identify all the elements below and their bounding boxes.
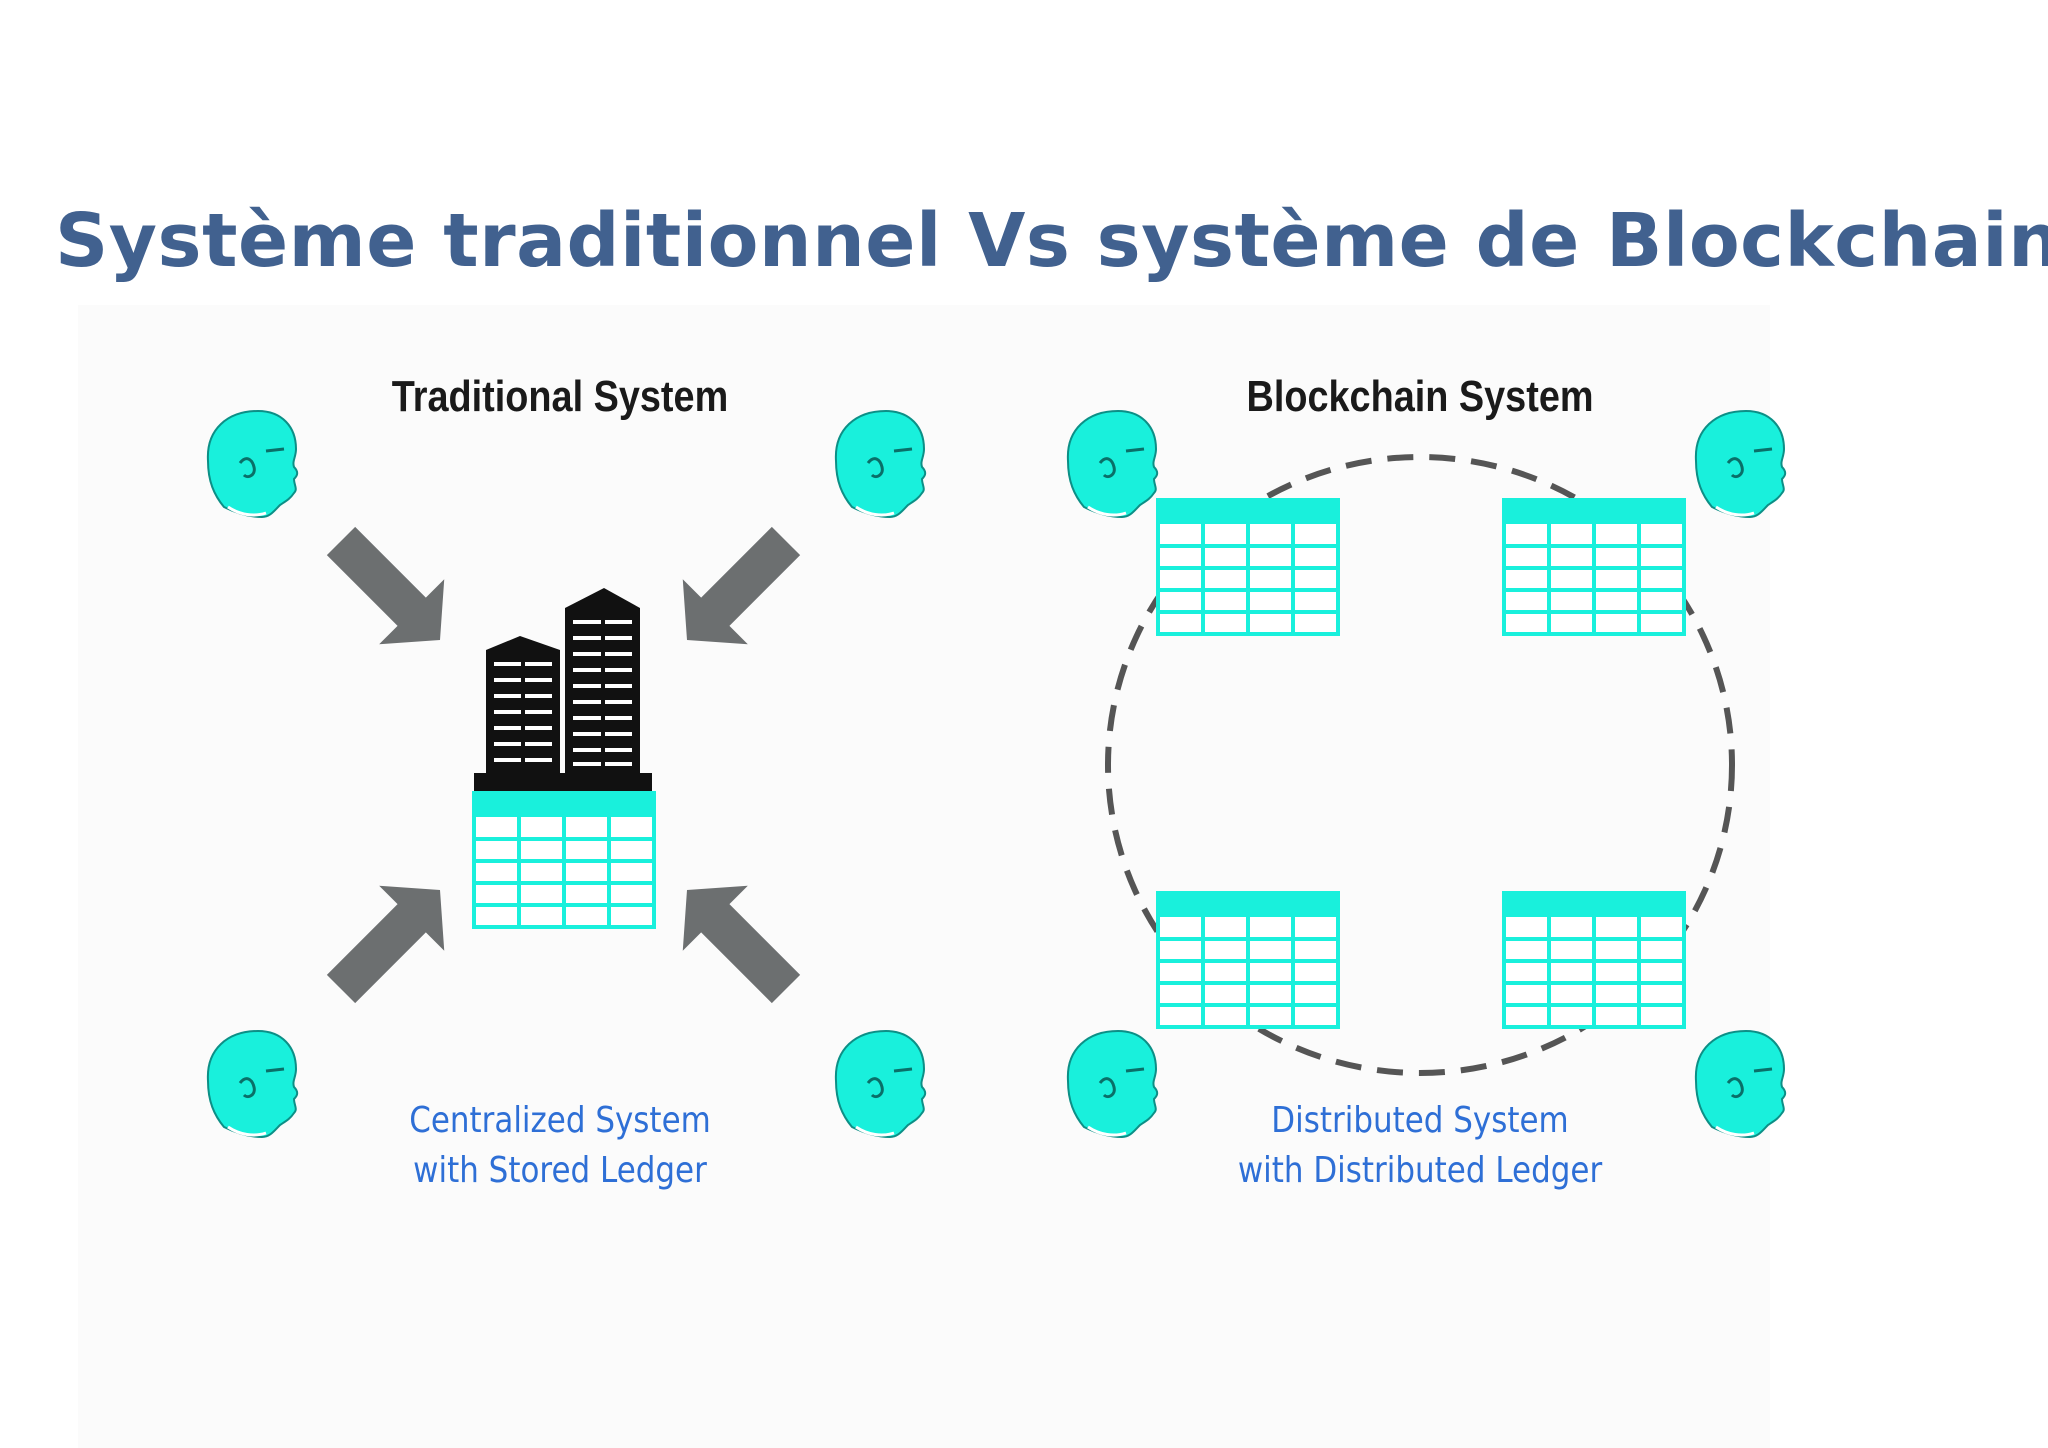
user-head-icon [834, 1029, 927, 1139]
user-head-icon [1694, 1029, 1787, 1139]
traditional-panel [206, 409, 927, 1139]
traditional-caption-line1: Centralized System [409, 1100, 711, 1141]
arrow-icon [308, 857, 473, 1022]
blockchain-caption: Distributed System with Distributed Ledg… [1205, 1096, 1635, 1196]
network-ring [1105, 454, 1735, 1076]
traditional-caption: Centralized System with Stored Ledger [362, 1096, 758, 1196]
blockchain-panel-title: Blockchain System [1246, 372, 1594, 421]
comparison-figure [78, 305, 1770, 1448]
user-head-icon [834, 409, 927, 519]
ledger-table-icon [1156, 498, 1340, 636]
arrow-icon [308, 508, 473, 673]
ledger-table-icon [1502, 891, 1686, 1029]
traditional-panel-title: Traditional System [391, 372, 729, 421]
user-head-icon [206, 409, 299, 519]
ledger-table-icon [1156, 891, 1340, 1029]
blockchain-panel [1066, 409, 1787, 1139]
user-head-icon [1694, 409, 1787, 519]
slide-title: Système traditionnel Vs système de Block… [55, 198, 2048, 284]
user-head-icon [206, 1029, 299, 1139]
office-building-icon [474, 588, 652, 791]
user-head-icon [1066, 1029, 1159, 1139]
blockchain-caption-line2: with Distributed Ledger [1237, 1150, 1603, 1191]
ledger-table-icon [1502, 498, 1686, 636]
arrow-icon [654, 857, 819, 1022]
blockchain-caption-line1: Distributed System [1271, 1100, 1569, 1141]
arrow-icon [654, 508, 819, 673]
user-head-icon [1066, 409, 1159, 519]
ledger-table-icon [472, 791, 656, 929]
traditional-caption-line2: with Stored Ledger [413, 1150, 707, 1191]
